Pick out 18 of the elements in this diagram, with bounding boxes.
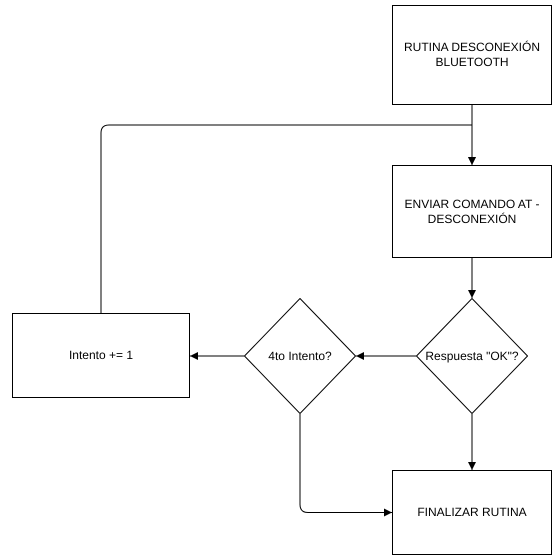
arrow [468,414,476,470]
node-label: Respuesta "OK"? [424,348,520,364]
node-label: RUTINA DESCONEXIÓN BLUETOOTH [402,40,542,70]
arrow [300,414,392,516]
arrow [190,352,244,360]
node-label: 4to Intento? [267,348,333,364]
arrow [100,124,476,314]
process-box [12,313,190,398]
node-label: Intento += 1 [68,348,134,363]
decision-diamond [244,298,356,414]
decision-diamond [416,298,528,414]
process-box [392,470,552,555]
node-label: FINALIZAR RUTINA [416,505,528,520]
process-box [392,5,552,105]
node-label: ENVIAR COMANDO AT - DESCONEXIÓN [404,196,540,226]
arrow [356,352,416,360]
process-box [392,165,552,258]
arrow [468,258,476,298]
